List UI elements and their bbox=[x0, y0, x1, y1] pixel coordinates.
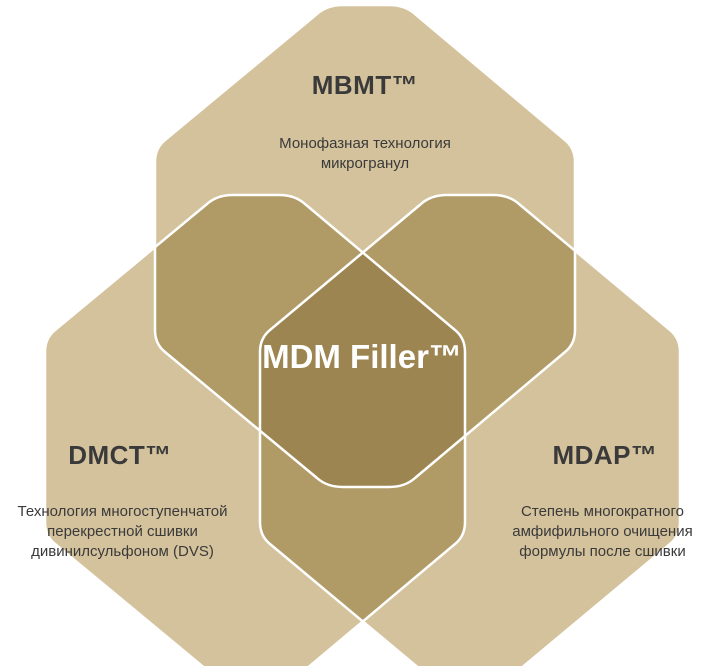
right-node-description: Степень многократного амфифильного очище… bbox=[480, 502, 725, 562]
left-node-desc-line-3: дивинилсульфоном (DVS) bbox=[31, 543, 214, 560]
left-node-title: DMCT™ bbox=[68, 440, 172, 470]
left-node-desc-line-2: перекрестной сшивки bbox=[47, 523, 198, 540]
left-node-desc-line-1: Технология многоступенчатой bbox=[17, 503, 228, 520]
top-node-desc-line-2: микрогранул bbox=[320, 155, 410, 172]
top-node-desc-line-1: Монофазная технология bbox=[279, 135, 451, 152]
right-node-desc-line-2: амфифильного очищения bbox=[512, 523, 693, 540]
right-node-desc-line-3: формулы после сшивки bbox=[519, 543, 686, 560]
right-node-desc-line-1: Степень многократного bbox=[521, 503, 684, 520]
top-node-title: MBMT™ bbox=[311, 70, 419, 100]
top-node-description: Монофазная технология микрогранул bbox=[230, 134, 500, 174]
right-node-title: MDAP™ bbox=[552, 440, 658, 470]
left-node-description: Технология многоступенчатой перекрестной… bbox=[0, 502, 245, 562]
center-title: MDM Filler™ bbox=[262, 338, 462, 375]
